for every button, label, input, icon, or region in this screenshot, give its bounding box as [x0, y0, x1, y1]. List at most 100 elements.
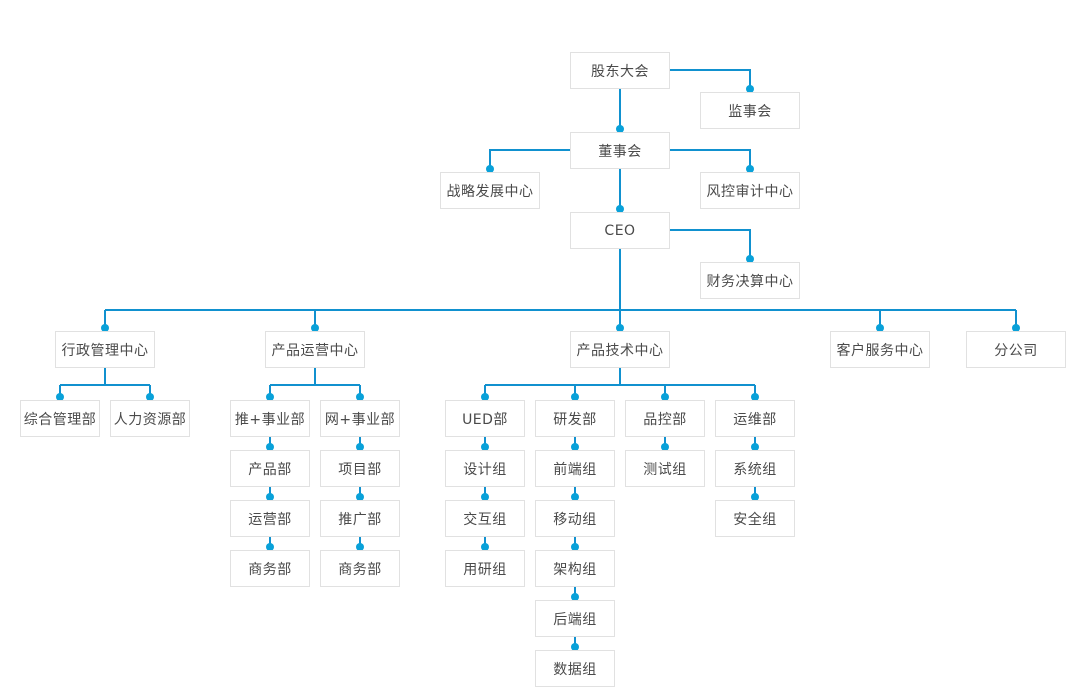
connector-line: [670, 149, 751, 172]
connector-endpoint-dot: [311, 324, 319, 332]
org-node-operation-dept: 运营部: [230, 500, 310, 537]
org-node-label: 综合管理部: [23, 411, 97, 428]
org-node-risk-audit-center: 风控审计中心: [700, 172, 800, 209]
org-node-general-management-dept: 综合管理部: [20, 400, 100, 437]
org-node-operations-maintenance-dept: 运维部: [715, 400, 795, 437]
org-node-label: 行政管理中心: [61, 342, 149, 359]
org-node-frontend-group: 前端组: [535, 450, 615, 487]
org-node-label: 设计组: [463, 461, 507, 478]
org-node-product-technology-center: 产品技术中心: [570, 331, 670, 368]
connector-endpoint-dot: [616, 205, 624, 213]
org-node-label: 人力资源部: [113, 411, 187, 428]
connector-endpoint-dot: [616, 125, 624, 133]
org-node-backend-group: 后端组: [535, 600, 615, 637]
org-node-quality-control-dept: 品控部: [625, 400, 705, 437]
org-node-label: 研发部: [553, 411, 597, 428]
connector-endpoint-dot: [1012, 324, 1020, 332]
org-node-product-operations-center: 产品运营中心: [265, 331, 365, 368]
connector-endpoint-dot: [571, 393, 579, 401]
org-node-board-of-directors: 董事会: [570, 132, 670, 169]
org-node-label: 财务决算中心: [706, 273, 794, 290]
org-node-label: 产品部: [248, 461, 292, 478]
connector-endpoint-dot: [266, 543, 274, 551]
org-node-label: 品控部: [643, 411, 687, 428]
org-node-design-group: 设计组: [445, 450, 525, 487]
org-node-ued-dept: UED部: [445, 400, 525, 437]
org-node-label: 股东大会: [591, 63, 649, 80]
connector-endpoint-dot: [616, 324, 624, 332]
org-node-label: CEO: [604, 222, 636, 239]
org-node-human-resources-dept: 人力资源部: [110, 400, 190, 437]
org-node-branch-company: 分公司: [966, 331, 1066, 368]
org-node-label: 后端组: [553, 611, 597, 628]
connector-endpoint-dot: [56, 393, 64, 401]
org-node-admin-management-center: 行政管理中心: [55, 331, 155, 368]
connector-endpoint-dot: [266, 443, 274, 451]
org-node-label: 客户服务中心: [836, 342, 924, 359]
org-node-project-dept: 项目部: [320, 450, 400, 487]
org-node-customer-service-center: 客户服务中心: [830, 331, 930, 368]
org-node-label: 测试组: [643, 461, 687, 478]
org-node-label: 运营部: [248, 511, 292, 528]
org-node-system-group: 系统组: [715, 450, 795, 487]
connector-endpoint-dot: [146, 393, 154, 401]
org-node-label: 产品技术中心: [576, 342, 664, 359]
org-node-strategy-development-center: 战略发展中心: [440, 172, 540, 209]
connector-endpoint-dot: [746, 85, 754, 93]
connector-endpoint-dot: [481, 543, 489, 551]
connector-endpoint-dot: [356, 543, 364, 551]
org-node-label: 董事会: [598, 143, 642, 160]
org-node-mobile-group: 移动组: [535, 500, 615, 537]
connector-endpoint-dot: [751, 493, 759, 501]
org-node-business-dept-tui: 商务部: [230, 550, 310, 587]
org-node-data-group: 数据组: [535, 650, 615, 687]
connector-endpoint-dot: [661, 443, 669, 451]
org-node-label: 产品运营中心: [271, 342, 359, 359]
connector-endpoint-dot: [751, 443, 759, 451]
org-node-label: 推广部: [338, 511, 382, 528]
org-node-label: 商务部: [338, 561, 382, 578]
org-node-label: 推+事业部: [234, 411, 306, 428]
org-node-label: 架构组: [553, 561, 597, 578]
org-node-label: 分公司: [994, 342, 1038, 359]
connector-endpoint-dot: [571, 593, 579, 601]
connector-endpoint-dot: [266, 493, 274, 501]
org-node-label: 网+事业部: [324, 411, 396, 428]
connector-endpoint-dot: [571, 643, 579, 651]
org-node-label: 风控审计中心: [706, 183, 794, 200]
org-node-finance-settlement-center: 财务决算中心: [700, 262, 800, 299]
connector-endpoint-dot: [481, 393, 489, 401]
org-node-label: 安全组: [733, 511, 777, 528]
org-node-label: 交互组: [463, 511, 507, 528]
org-node-testing-group: 测试组: [625, 450, 705, 487]
connector-endpoint-dot: [356, 443, 364, 451]
org-node-supervisory-board: 监事会: [700, 92, 800, 129]
org-node-rd-dept: 研发部: [535, 400, 615, 437]
connector-endpoint-dot: [746, 255, 754, 263]
connector-endpoint-dot: [266, 393, 274, 401]
org-node-architecture-group: 架构组: [535, 550, 615, 587]
connector-endpoint-dot: [481, 443, 489, 451]
org-node-label: 项目部: [338, 461, 382, 478]
org-node-label: 商务部: [248, 561, 292, 578]
org-node-label: 移动组: [553, 511, 597, 528]
connector-line: [670, 69, 751, 92]
connector-line: [670, 229, 751, 262]
connector-endpoint-dot: [356, 393, 364, 401]
connector-endpoint-dot: [486, 165, 494, 173]
connector-endpoint-dot: [571, 443, 579, 451]
connector-endpoint-dot: [101, 324, 109, 332]
org-node-business-dept-wang: 商务部: [320, 550, 400, 587]
org-node-shareholders-meeting: 股东大会: [570, 52, 670, 89]
org-node-label: 运维部: [733, 411, 777, 428]
connector-endpoint-dot: [356, 493, 364, 501]
connector-endpoint-dot: [751, 393, 759, 401]
org-node-label: 监事会: [728, 103, 772, 120]
org-node-wang-business-unit: 网+事业部: [320, 400, 400, 437]
connector-line: [489, 149, 570, 172]
org-node-label: 数据组: [553, 661, 597, 678]
org-node-interaction-group: 交互组: [445, 500, 525, 537]
org-node-label: UED部: [462, 411, 508, 428]
